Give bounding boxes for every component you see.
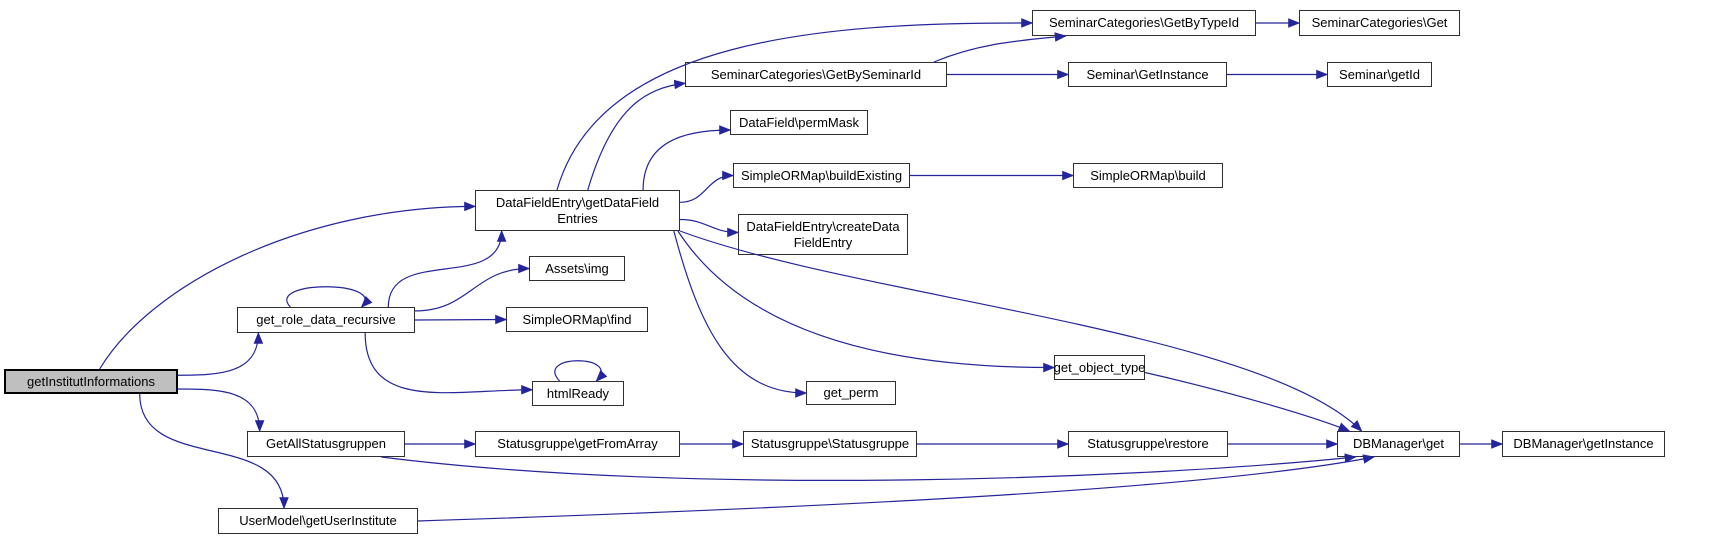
node-DBManager-getInstance[interactable]: DBManager\getInstance [1502,431,1665,457]
node-SeminarCategories-GetByTypeId[interactable]: SeminarCategories\GetByTypeId [1032,10,1256,36]
node-SimpleORMap-buildExisting[interactable]: SimpleORMap\buildExisting [733,163,910,188]
node-Statusgruppe-restore[interactable]: Statusgruppe\restore [1068,431,1228,457]
edge-DataFieldEntry-getDataFieldEntries-to-SeminarCategories-GetBySeminarId [587,79,687,191]
edge-htmlReady-to-htmlReady [554,360,608,382]
node-DataField-permMask[interactable]: DataField\permMask [730,110,868,135]
node-SimpleORMap-find[interactable]: SimpleORMap\find [506,307,648,332]
edge-get_object_type-to-DBManager-get [1144,371,1351,432]
node-DBManager-get[interactable]: DBManager\get [1337,431,1460,457]
node-get_perm[interactable]: get_perm [806,381,896,405]
node-SimpleORMap-build[interactable]: SimpleORMap\build [1073,163,1223,188]
node-getInstitutInformations: getInstitutInformations [4,369,178,394]
node-Seminar-GetInstance[interactable]: Seminar\GetInstance [1068,62,1227,87]
node-Statusgruppe-getFromArray[interactable]: Statusgruppe\getFromArray [475,431,680,457]
edge-DataFieldEntry-getDataFieldEntries-to-get_perm [673,230,808,398]
node-get_object_type[interactable]: get_object_type [1054,355,1145,380]
edge-UserModel-getUserInstitute-to-DBManager-get [417,454,1376,522]
node-GetAllStatusgruppen[interactable]: GetAllStatusgruppen [247,431,405,457]
edge-get_role_data_recursive-to-htmlReady [364,332,534,395]
node-htmlReady[interactable]: htmlReady [532,381,624,406]
edge-SeminarCategories-GetBySeminarId-to-SeminarCategories-GetByTypeId [933,32,1067,63]
node-get_role_data_recursive[interactable]: get_role_data_recursive [237,307,415,333]
edge-GetAllStatusgruppen-to-DBManager-get [381,453,1357,481]
edge-getInstitutInformations-to-DataFieldEntry-getDataFieldEntries [99,201,477,370]
edge-getInstitutInformations-to-get_role_data_recursive [177,331,264,376]
node-SeminarCategories-Get[interactable]: SeminarCategories\Get [1299,10,1460,36]
node-UserModel-getUserInstitute[interactable]: UserModel\getUserInstitute [218,508,418,534]
edge-DataFieldEntry-getDataFieldEntries-to-DataFieldEntry-createDataFieldEntry [679,218,740,238]
edge-get_role_data_recursive-to-Assets-img [414,263,531,312]
node-Assets-img[interactable]: Assets\img [529,256,625,281]
node-Statusgruppe-Statusgruppe[interactable]: Statusgruppe\Statusgruppe [743,431,917,457]
edge-DataFieldEntry-getDataFieldEntries-to-DBManager-get [679,230,1363,432]
edge-get_role_data_recursive-to-get_role_data_recursive [286,286,373,308]
node-DataFieldEntry-createDataFieldEntry[interactable]: DataFieldEntry\createData FieldEntry [738,214,908,255]
node-SeminarCategories-GetBySeminarId[interactable]: SeminarCategories\GetBySeminarId [685,62,947,87]
node-Seminar-getId[interactable]: Seminar\getId [1327,62,1432,87]
edge-getInstitutInformations-to-GetAllStatusgruppen [177,388,265,433]
node-DataFieldEntry-getDataFieldEntries[interactable]: DataFieldEntry\getDataField Entries [475,190,680,231]
edge-get_role_data_recursive-to-DataFieldEntry-getDataFieldEntries [387,229,507,308]
edge-DataFieldEntry-getDataFieldEntries-to-SimpleORMap-buildExisting [679,170,735,203]
edge-DataFieldEntry-getDataFieldEntries-to-DataField-permMask [642,125,732,191]
edge-get_role_data_recursive-to-SimpleORMap-find [414,314,508,325]
